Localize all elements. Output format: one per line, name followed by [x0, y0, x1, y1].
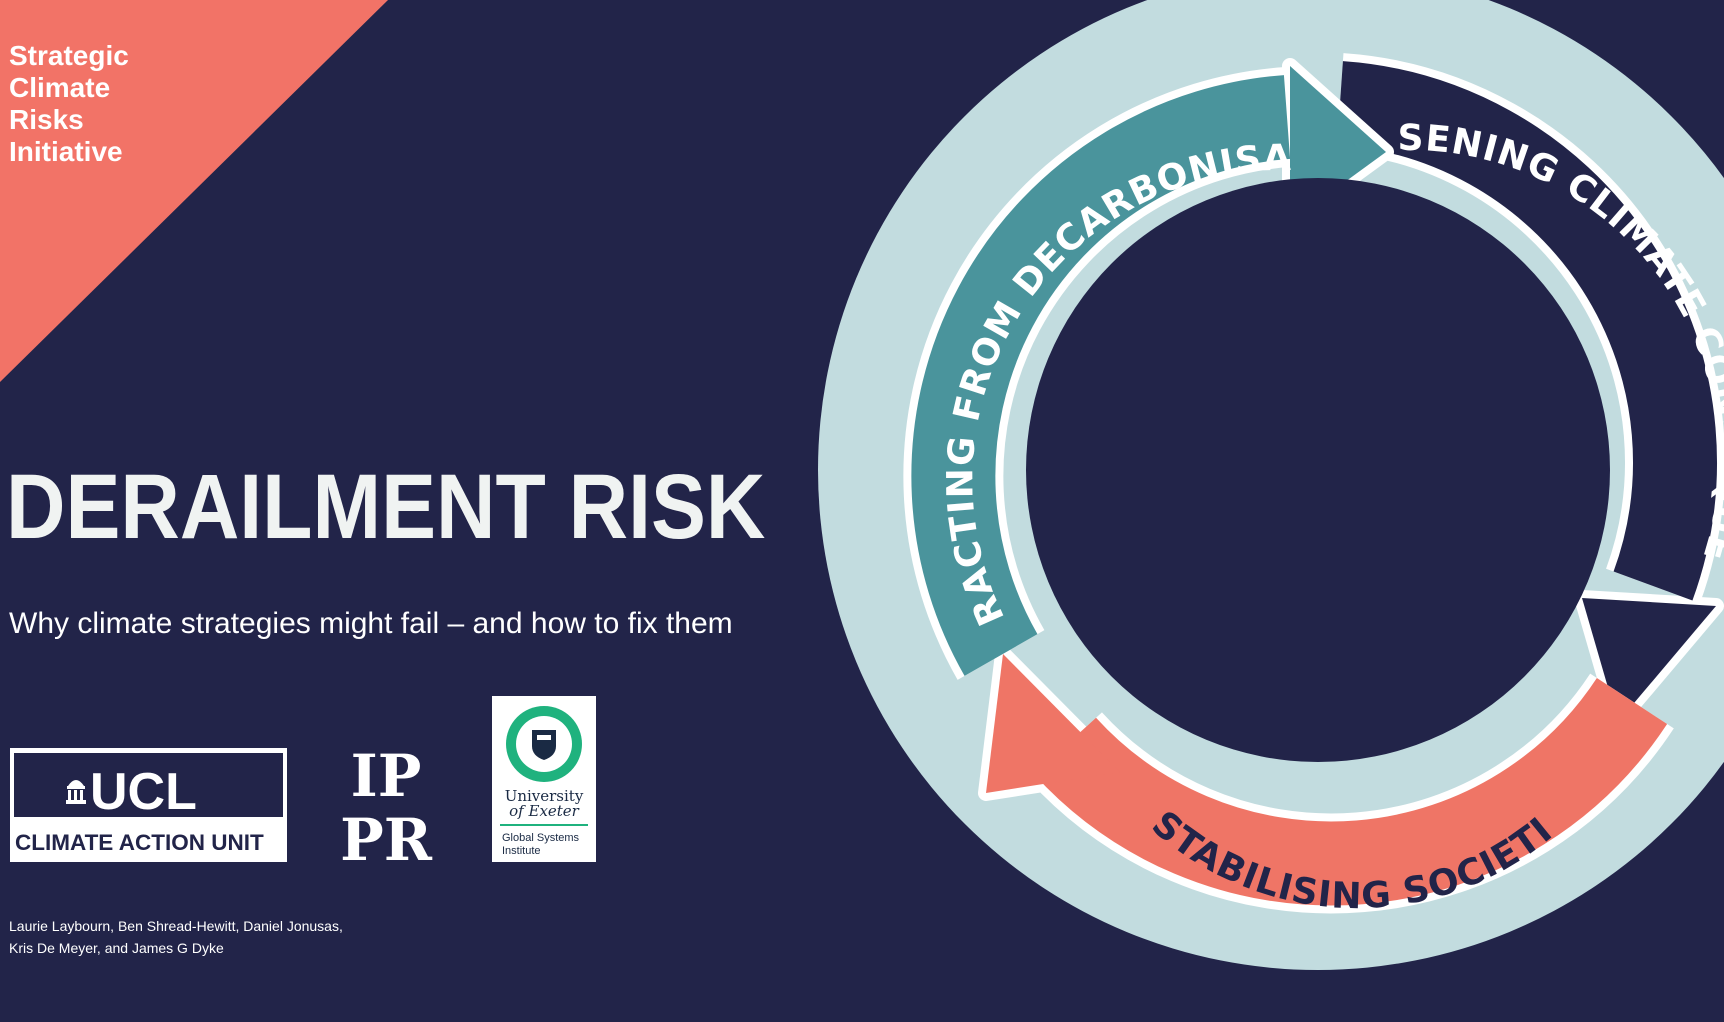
exeter-divider [500, 824, 588, 826]
ippr-logo-line: IP [351, 742, 422, 810]
ippr-logo-line: PR [340, 806, 433, 862]
ucl-climate-action-unit-logo: UCL CLIMATE ACTION UNIT [10, 748, 287, 862]
exeter-institute-line: Global Systems [502, 832, 580, 844]
authors-line: Laurie Laybourn, Ben Shread-Hewitt, Dani… [9, 918, 343, 934]
exeter-name-line: of Exeter [509, 802, 580, 820]
ucl-wordmark: UCL [90, 763, 197, 821]
brand-line: Strategic [9, 40, 129, 71]
ucl-logo-band [14, 753, 283, 817]
authors: Laurie Laybourn, Ben Shread-Hewitt, Dani… [9, 915, 429, 959]
page-title: DERAILMENT RISK [6, 456, 766, 558]
exeter-name-line: University [505, 787, 584, 805]
university-of-exeter-logo: University of Exeter Global Systems Inst… [492, 696, 596, 862]
brand-line: Risks [9, 104, 84, 135]
corner-triangle [0, 0, 388, 382]
brand-line: Climate [9, 72, 111, 103]
ucl-unit-name: CLIMATE ACTION UNIT [15, 830, 264, 855]
cycle-center [1026, 178, 1610, 762]
ippr-logo: IP PR [340, 742, 433, 862]
authors-line: Kris De Meyer, and James G Dyke [9, 940, 224, 956]
brand-line: Initiative [9, 136, 123, 167]
destabilising-arc [978, 646, 1674, 914]
ucl-portico-icon [66, 780, 86, 804]
exeter-institute-line: Institute [502, 845, 541, 857]
worsening-arc [1336, 53, 1724, 730]
brand-strategic-climate-risks-initiative: Strategic Climate Risks Initiative [9, 40, 229, 168]
page-subtitle: Why climate strategies might fail – and … [9, 607, 733, 640]
